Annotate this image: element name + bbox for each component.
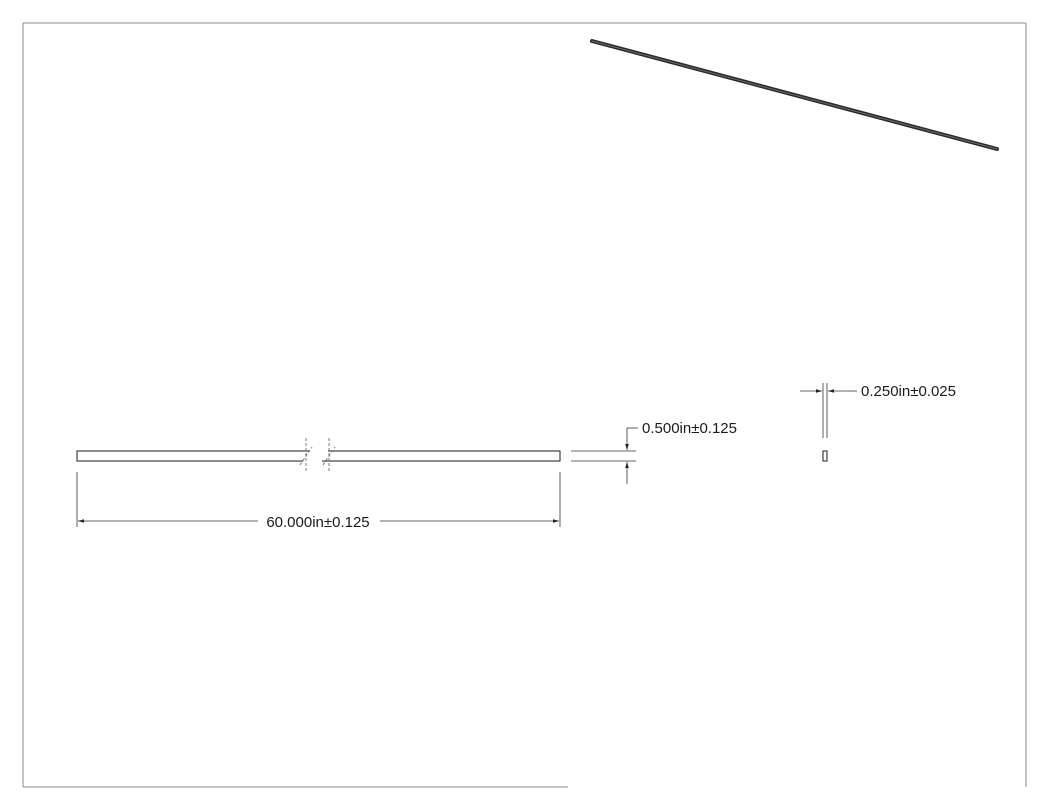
- side-view: [822, 450, 828, 462]
- isometric-view: [590, 39, 999, 151]
- bar-right-segment: [322, 450, 561, 462]
- bar-cross-section: [822, 450, 828, 462]
- height-dimension-label: 0.500in±0.125: [642, 420, 737, 437]
- thickness-dimension-label: 0.250in±0.025: [861, 383, 956, 400]
- break-lines: [299, 438, 336, 472]
- length-dimension: [76, 472, 561, 527]
- length-dimension-label: 60.000in±0.125: [266, 514, 369, 531]
- thickness-dimension: [800, 383, 857, 438]
- bar-left-segment: [76, 450, 310, 462]
- front-view: [76, 438, 561, 472]
- sheet-border: [22, 22, 1027, 788]
- height-dimension: [571, 427, 638, 484]
